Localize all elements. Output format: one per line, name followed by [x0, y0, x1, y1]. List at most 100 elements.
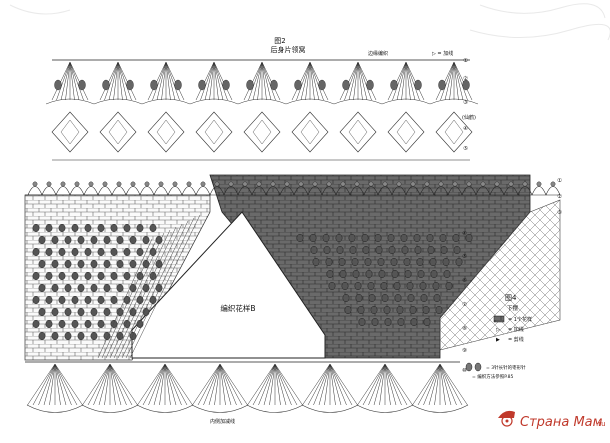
fan-stroke — [439, 363, 463, 406]
bobble-stitch — [84, 296, 92, 305]
bobble-stitch — [336, 245, 344, 254]
edge-bead — [60, 181, 66, 187]
bobble-stitch — [58, 247, 66, 256]
bobble-stitch — [77, 260, 85, 269]
diagonal-stitch-line — [113, 226, 177, 359]
fan-stroke — [164, 363, 188, 406]
edge-bead — [480, 181, 486, 187]
top-bobble — [78, 79, 86, 91]
top-bobble — [174, 79, 182, 91]
fan-stroke — [164, 363, 171, 406]
top-chain-loop — [381, 98, 431, 105]
bobble-stitch — [348, 233, 356, 242]
edge-bead — [410, 181, 416, 187]
top-diamond — [291, 111, 329, 153]
fan-stroke — [384, 363, 391, 406]
bobble-stitch — [90, 332, 98, 341]
fan-edge — [246, 404, 304, 413]
top-fan-stroke — [339, 61, 359, 101]
fan-stroke — [38, 363, 56, 406]
bobble-stitch — [77, 308, 85, 317]
edge-bead — [116, 181, 122, 187]
fan-edge — [191, 404, 249, 413]
diagonal-stitch-line — [109, 229, 171, 359]
bobble-stitch — [429, 258, 437, 267]
fan-stroke — [274, 363, 287, 406]
bobble-stitch — [440, 245, 448, 254]
edge-scallop — [83, 186, 99, 196]
bobble-stitch — [97, 223, 105, 232]
top-fan-stroke — [243, 61, 263, 101]
top-fan-stroke — [401, 61, 407, 101]
edge-scallop — [237, 186, 253, 196]
fan-stroke — [258, 363, 276, 406]
top-diamond — [243, 111, 281, 153]
edge-bead — [144, 181, 150, 187]
bobble-stitch — [103, 260, 111, 269]
bobble-stitch — [129, 260, 137, 269]
fan-stroke — [214, 363, 221, 406]
top-inner-diamond — [300, 119, 320, 145]
edge-bead — [438, 181, 444, 187]
bobble-stitch — [310, 245, 318, 254]
bobble-stitch — [129, 332, 137, 341]
watermark-text: Страна Мам — [520, 415, 603, 430]
top-fan-stroke — [69, 61, 80, 101]
edge-bead — [550, 181, 556, 187]
edge-bead — [424, 181, 430, 187]
edge-scallop — [307, 186, 323, 196]
top-row-marker: ⑤ — [463, 146, 468, 152]
bobble-stitch — [110, 223, 118, 232]
bottom-row-marker: ⑨ — [462, 347, 467, 354]
fan-stroke — [252, 363, 276, 406]
bobble-stitch — [116, 260, 124, 269]
top-fan-stroke — [213, 61, 228, 101]
bobble-stitch — [32, 320, 40, 329]
fan-stroke — [368, 363, 386, 406]
top-fan-stroke — [165, 61, 171, 101]
edge-bead — [340, 181, 346, 187]
fan-stroke — [109, 363, 138, 406]
top-chain-loop — [141, 98, 191, 105]
top-bobble — [126, 79, 134, 91]
edge-scallop — [293, 186, 309, 196]
fan-stroke — [104, 363, 111, 406]
bobble-stitch — [38, 235, 46, 244]
edge-bead — [396, 181, 402, 187]
edge-scallop — [489, 186, 505, 196]
bobble-stitch — [64, 260, 72, 269]
fan-stroke — [329, 363, 353, 406]
bobble-stitch — [390, 258, 398, 267]
fan-stroke — [219, 363, 226, 406]
fan-stroke — [274, 363, 298, 406]
carriage-icon — [498, 410, 515, 427]
bobble-stitch — [349, 245, 357, 254]
bobble-stitch — [364, 258, 372, 267]
top-fan-stroke — [453, 61, 473, 101]
edge-scallop — [27, 186, 43, 196]
edge-bead — [522, 181, 528, 187]
top-fan-stroke — [344, 61, 359, 101]
bobble-stitch — [38, 308, 46, 317]
edge-bead — [158, 181, 164, 187]
top-fan-stroke — [60, 61, 71, 101]
bobble-stitch — [84, 223, 92, 232]
top-chain-loop — [93, 98, 143, 105]
top-fan-stroke — [147, 61, 167, 101]
bobble-stitch — [362, 245, 370, 254]
bobble-grid-right — [296, 233, 473, 327]
fan-edge — [356, 404, 414, 413]
top-fan-stroke — [156, 61, 167, 101]
fan-stroke — [439, 363, 446, 406]
edge-bead — [298, 181, 304, 187]
top-fan-stroke — [209, 61, 215, 101]
bobble-stitch — [341, 282, 349, 291]
bobble-stitch — [435, 306, 443, 315]
bobble-stitch — [129, 235, 137, 244]
fan-stroke — [428, 363, 441, 406]
fan-stroke — [274, 363, 281, 406]
bobble-stitch — [432, 282, 440, 291]
bobble-stitch — [338, 258, 346, 267]
top-side-note: (仙鹤) — [462, 114, 476, 121]
bobble-stitch — [90, 284, 98, 293]
